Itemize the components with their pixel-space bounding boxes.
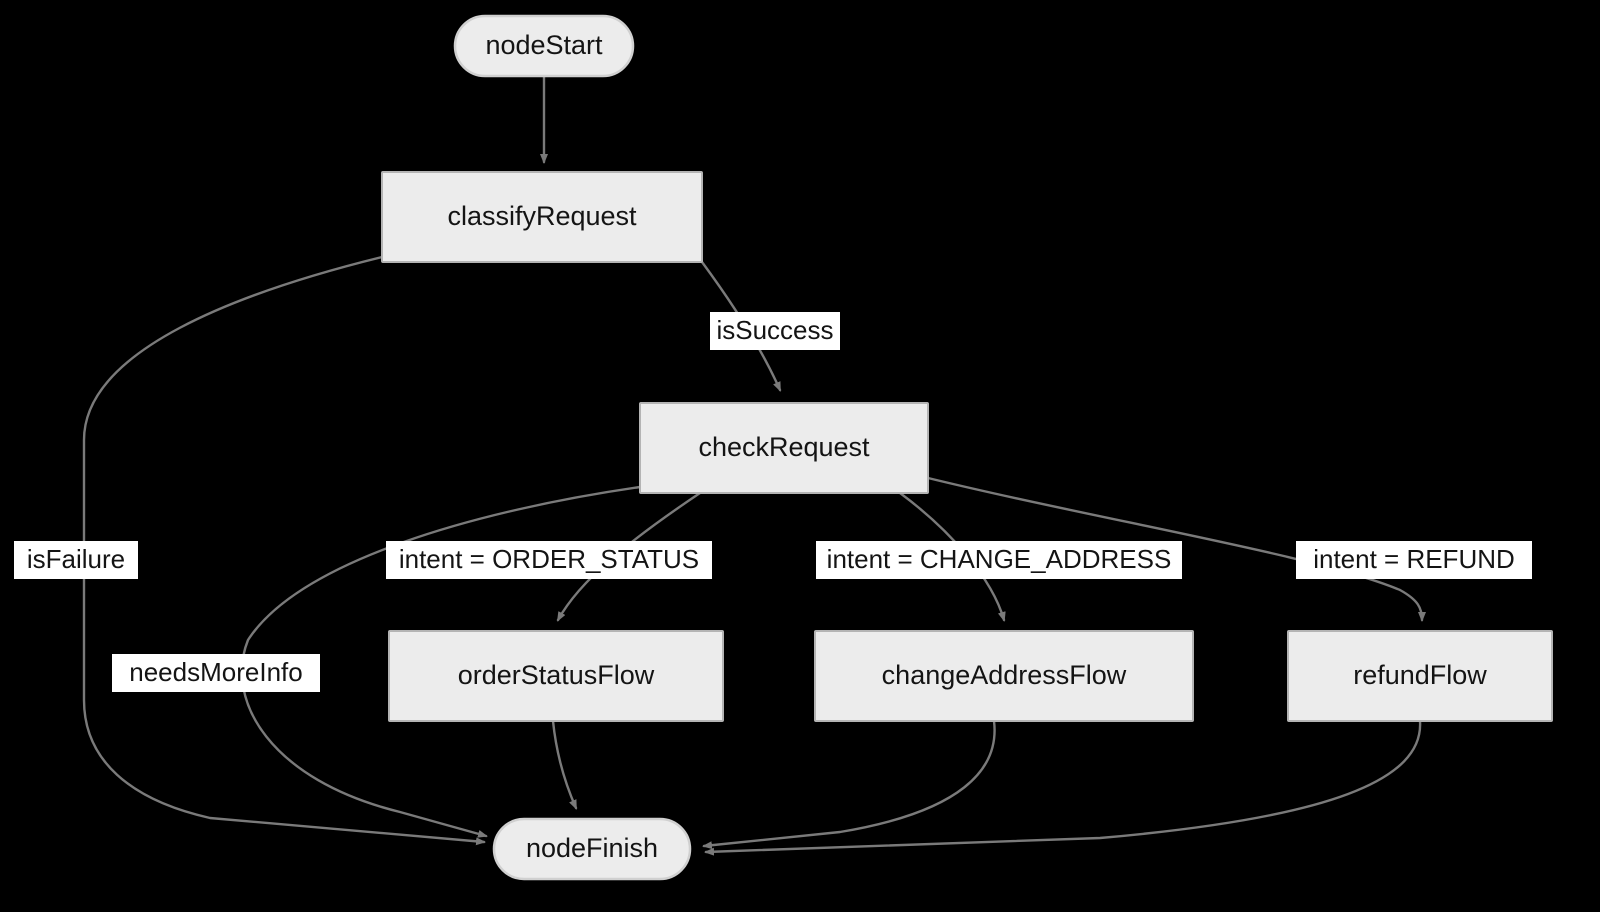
edge-labels-layer: isFailure isSuccess needsMoreInfo intent = … — [14, 312, 1532, 692]
node-nodeFinish[interactable]: nodeFinish — [492, 817, 692, 881]
edge-label-background — [710, 312, 840, 350]
node-label-refundFlow: refundFlow — [1353, 660, 1487, 690]
node-label-classifyRequest: classifyRequest — [447, 201, 637, 231]
node-checkRequest[interactable]: checkRequest — [639, 402, 929, 494]
node-shape-checkRequest — [639, 402, 929, 494]
node-shape-orderStatusFlow — [388, 630, 724, 722]
edge-checkRequest-to-nodeFinish — [240, 485, 642, 838]
edge-label-background — [1296, 541, 1532, 579]
node-shape-refundFlow — [1287, 630, 1553, 722]
edge-label-edge-classify-success: isSuccess — [710, 312, 840, 350]
node-nodeStart[interactable]: nodeStart — [453, 14, 635, 78]
node-orderStatusFlow[interactable]: orderStatusFlow — [388, 630, 724, 722]
node-shape-nodeFinish — [492, 817, 692, 881]
edge-label-background — [386, 541, 712, 579]
edge-label-edge-check-changeaddress: intent = CHANGE_ADDRESS — [816, 541, 1182, 579]
edge-label-background — [14, 541, 138, 579]
edge-label-background — [112, 654, 320, 692]
nodes-layer: nodeStart classifyRequest checkRequest orde… — [381, 14, 1553, 881]
edge-label-text: isFailure — [27, 544, 125, 574]
node-classifyRequest[interactable]: classifyRequest — [381, 171, 703, 263]
node-label-orderStatusFlow: orderStatusFlow — [458, 660, 655, 690]
edge-label-text: needsMoreInfo — [129, 657, 302, 687]
edge-changeAddressFlow-to-nodeFinish — [702, 719, 996, 850]
node-shape-nodeStart — [453, 14, 635, 78]
node-refundFlow[interactable]: refundFlow — [1287, 630, 1553, 722]
edge-label-edge-check-refund: intent = REFUND — [1296, 541, 1532, 579]
node-shape-classifyRequest — [381, 171, 703, 263]
node-label-changeAddressFlow: changeAddressFlow — [882, 660, 1127, 690]
edge-orderStatusFlow-to-nodeFinish — [551, 719, 578, 810]
edge-label-text: intent = REFUND — [1313, 544, 1515, 574]
node-shape-changeAddressFlow — [814, 630, 1194, 722]
edge-classifyRequest-to-nodeFinish — [82, 255, 486, 846]
edge-label-text: isSuccess — [716, 315, 833, 345]
edge-label-background — [816, 541, 1182, 579]
node-changeAddressFlow[interactable]: changeAddressFlow — [814, 630, 1194, 722]
edge-label-edge-check-needsmoreinfo: needsMoreInfo — [112, 654, 320, 692]
edge-label-edge-classify-failure: isFailure — [14, 541, 138, 579]
node-label-nodeStart: nodeStart — [485, 30, 603, 60]
edge-label-text: intent = CHANGE_ADDRESS — [827, 544, 1172, 574]
edge-label-text: intent = ORDER_STATUS — [399, 544, 699, 574]
edge-refundFlow-to-nodeFinish — [704, 719, 1422, 856]
node-label-checkRequest: checkRequest — [698, 432, 870, 462]
node-label-nodeFinish: nodeFinish — [526, 833, 658, 863]
edge-label-edge-check-orderstatus: intent = ORDER_STATUS — [386, 541, 712, 579]
